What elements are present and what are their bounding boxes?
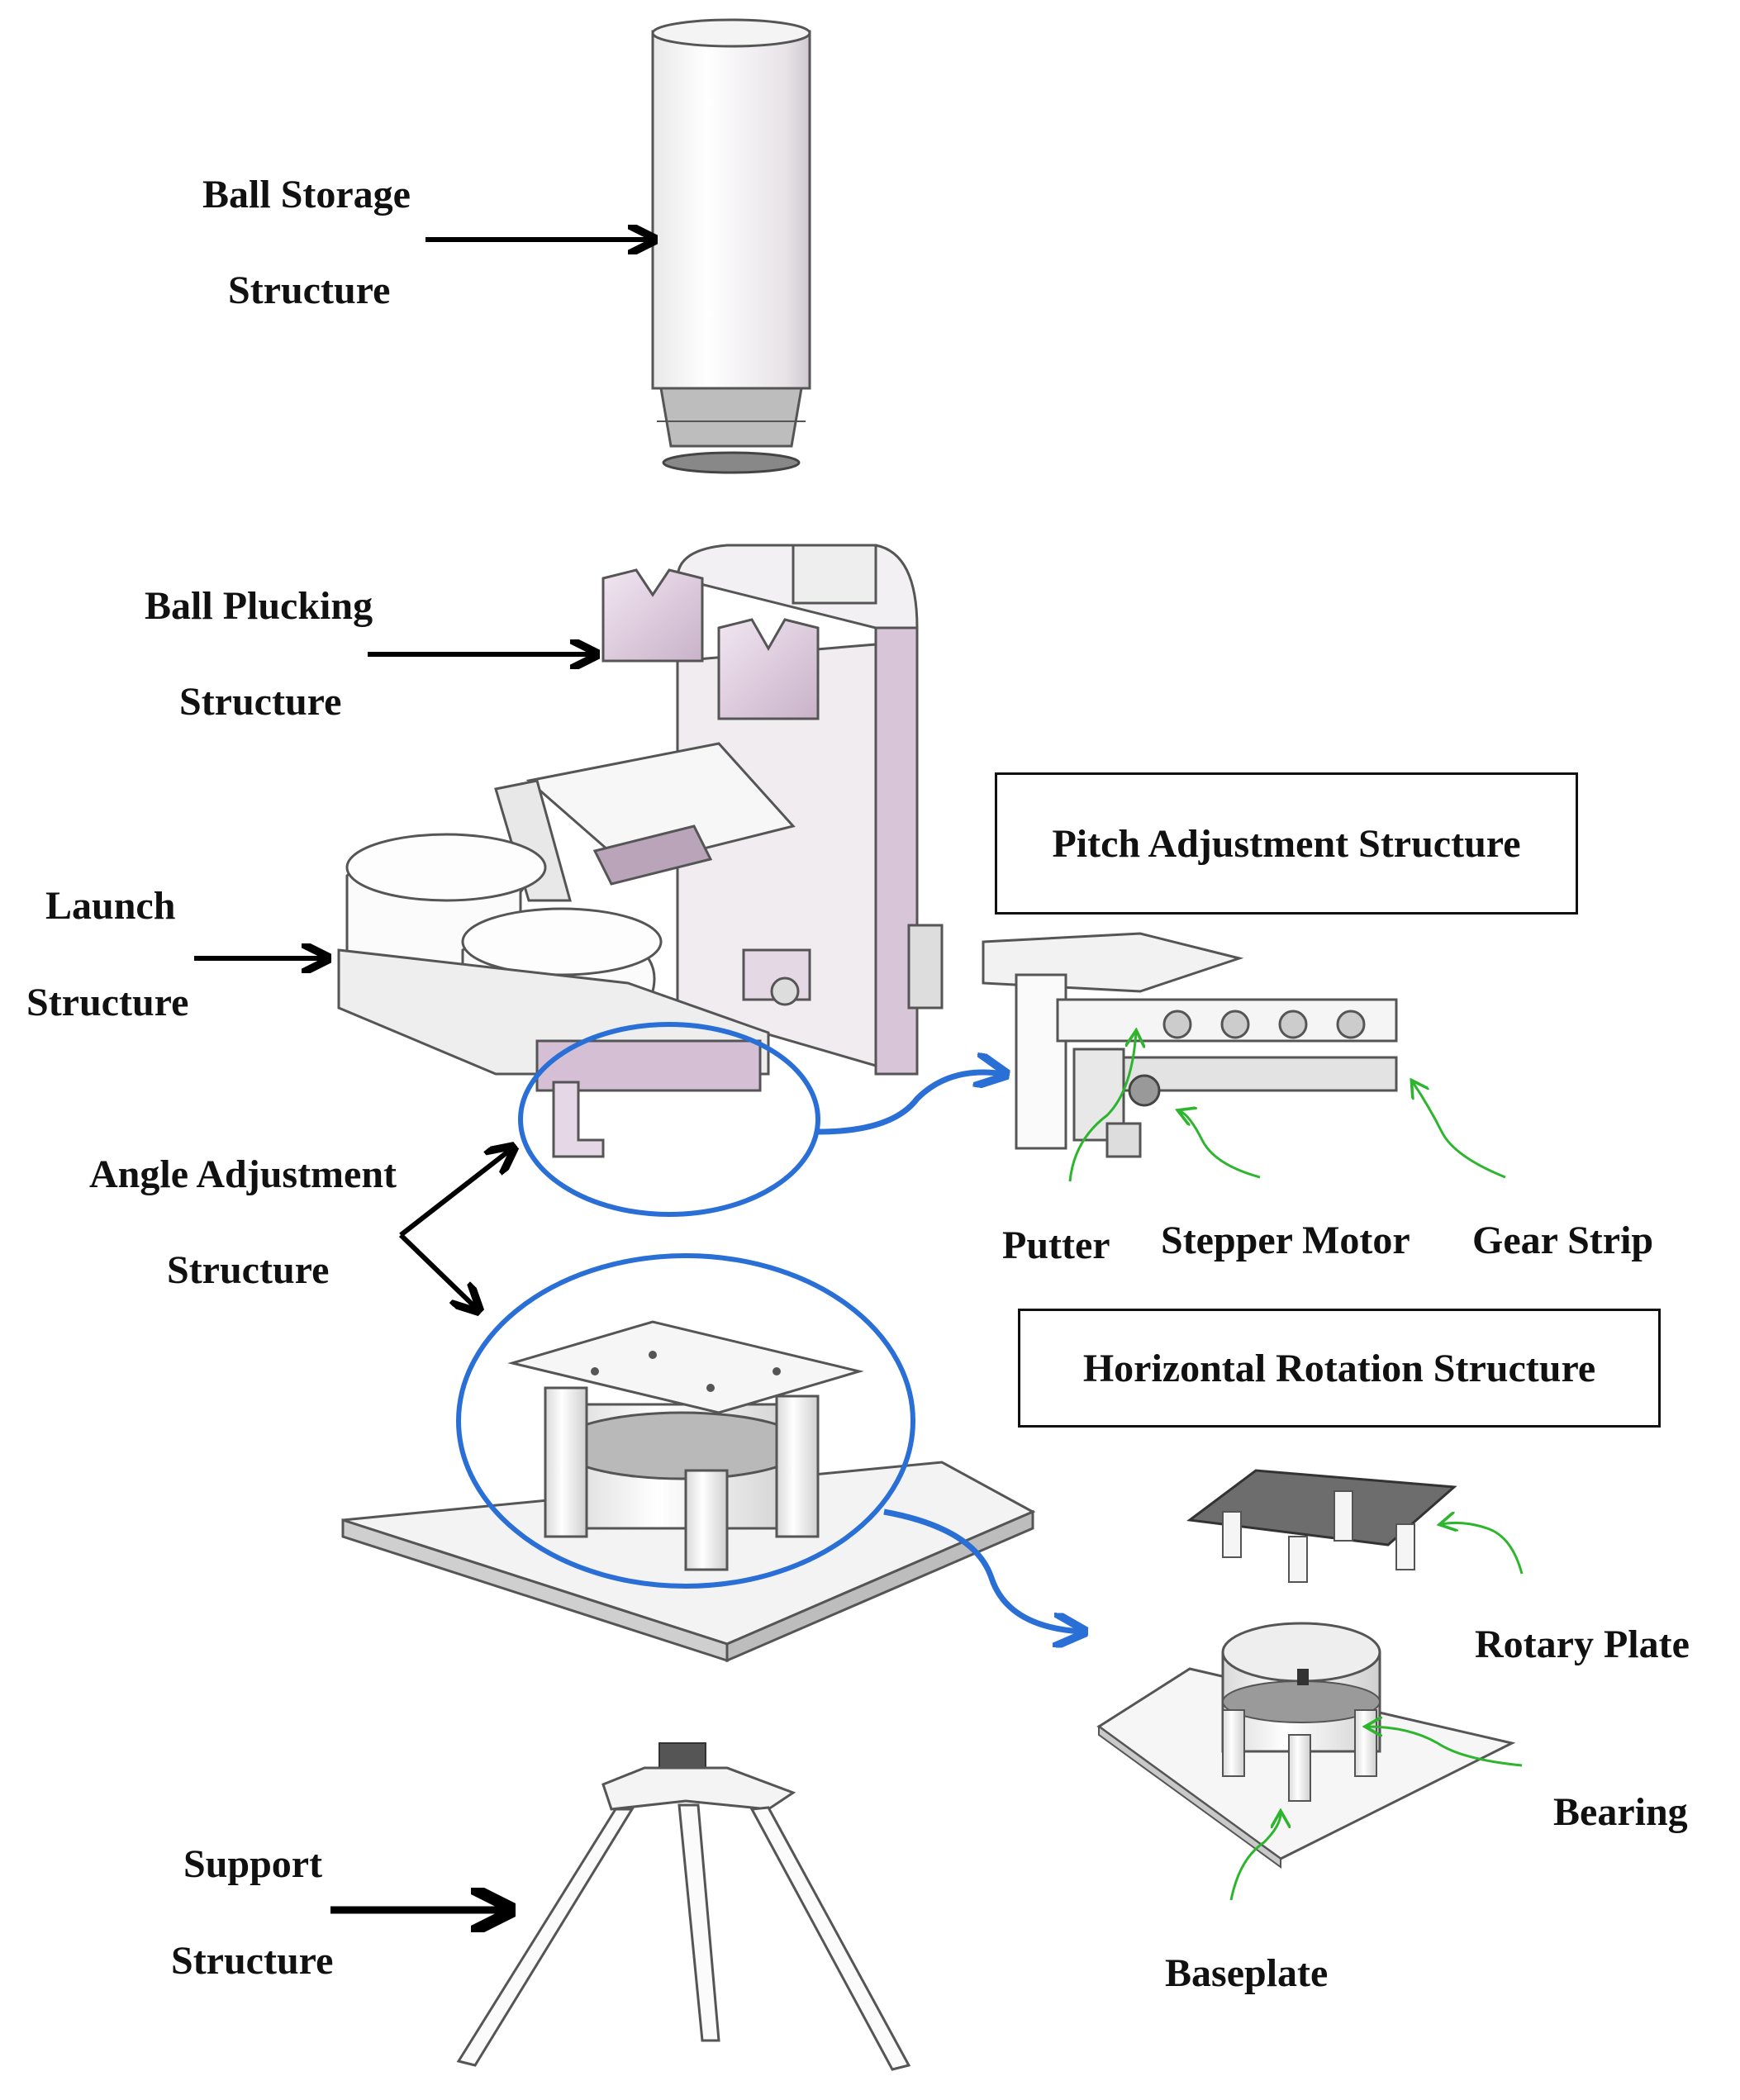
label-bearing: Bearing (1553, 1790, 1688, 1834)
green-pointer-icon (1413, 1082, 1506, 1179)
green-pointer-icon (1229, 1813, 1281, 1901)
pitch-adjustment-box: Pitch Adjustment Structure (995, 772, 1578, 915)
horizontal-rotation-box: Horizontal Rotation Structure (1018, 1309, 1661, 1428)
ball-storage-tube (651, 18, 811, 474)
label-ball-plucking-line1: Ball Plucking (145, 584, 373, 628)
label-launch-line1: Launch (45, 884, 176, 928)
label-putter: Putter (1002, 1223, 1110, 1267)
label-ball-storage-line1: Ball Storage (202, 173, 411, 216)
label-gear-strip: Gear Strip (1472, 1219, 1654, 1262)
label-ball-storage-line2: Structure (228, 268, 391, 312)
label-angle-adjustment-line2: Structure (167, 1248, 330, 1292)
label-support-line2: Structure (171, 1939, 334, 1983)
curved-blue-arrow-icon (817, 1072, 1004, 1135)
rotation-callout-ellipse (456, 1253, 915, 1589)
support-tripod (456, 1742, 911, 2071)
label-launch-line2: Structure (26, 981, 189, 1024)
label-angle-adjustment-line1: Angle Adjustment (89, 1152, 397, 1196)
pitch-adjustment-detail (982, 932, 1398, 1158)
label-baseplate: Baseplate (1165, 1951, 1329, 1995)
arrow-right-icon (398, 1233, 478, 1309)
label-rotary-plate: Rotary Plate (1475, 1623, 1690, 1666)
green-pointer-icon (1180, 1111, 1261, 1179)
green-pointer-icon (1068, 1033, 1136, 1182)
label-ball-plucking-line2: Structure (179, 680, 342, 724)
launcher-machine (337, 544, 944, 1158)
green-pointer-icon (1367, 1727, 1523, 1767)
arrow-right-icon (399, 1148, 512, 1238)
label-support-line1: Support (183, 1842, 323, 1886)
label-stepper-motor: Stepper Motor (1161, 1219, 1410, 1262)
horizontal-rotation-detail (1096, 1469, 1516, 1869)
green-pointer-icon (1442, 1523, 1524, 1575)
angle-adjustment-assembly (341, 1320, 1036, 1663)
curved-blue-arrow-icon (883, 1508, 1082, 1632)
pitch-callout-ellipse (518, 1022, 820, 1217)
